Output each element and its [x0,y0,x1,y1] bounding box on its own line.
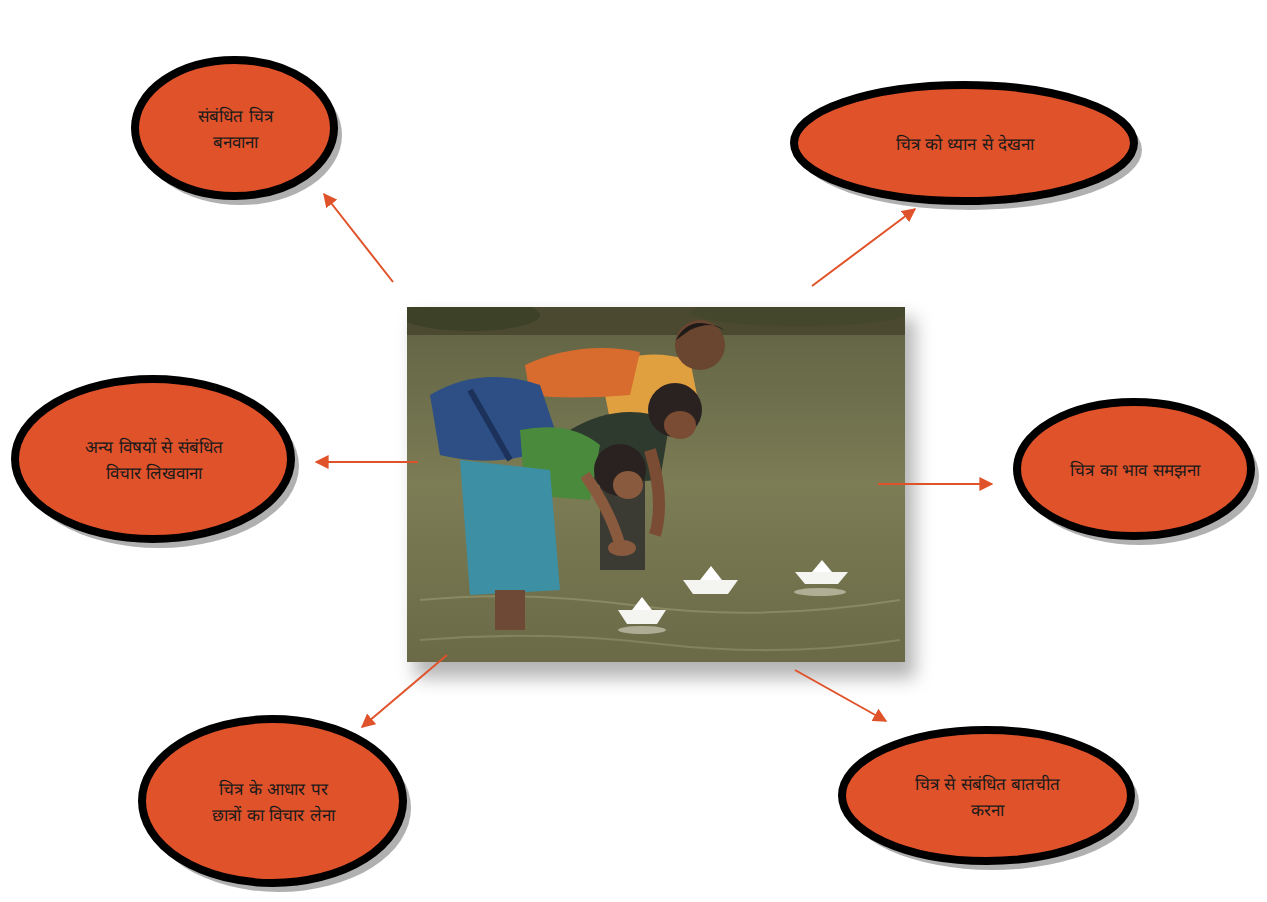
paper-boat [632,597,652,610]
node-label: चित्र को ध्यान से देखना [890,131,1040,157]
water [407,307,905,662]
child-face [613,471,643,499]
paper-boat [683,580,738,594]
boat-reflection [618,626,666,634]
ellipse-fill [142,719,403,883]
ripple [420,636,900,650]
foliage [690,307,905,326]
hands [608,540,636,556]
ellipse-node: अन्य विषयों से संबंधित विचार लिखवाना [8,372,300,548]
ellipse-fill [794,85,1134,201]
child-legs [495,590,525,630]
node-label: चित्र का भाव समझना [1065,457,1205,483]
node-label: चित्र के आधार पर छात्रों का विचार लेना [204,776,344,829]
ellipse-shape [8,372,300,548]
ellipse-fill [135,60,334,196]
ellipse-shape [128,53,343,205]
node-label: संबंधित चित्र बनवाना [176,103,296,156]
leader-arrow [878,483,992,485]
leader-arrow [316,461,418,463]
leader-arrow [812,209,915,286]
ellipse-node: चित्र को ध्यान से देखना [787,78,1143,210]
child-arm [650,450,659,535]
foliage [407,307,540,331]
ellipse-fill [1017,402,1251,536]
paper-boat [700,566,722,580]
backpack [525,348,640,397]
ellipse-node: चित्र से संबंधित बातचीत करना [835,723,1140,870]
leader-arrow [324,194,393,282]
ellipse-fill [842,730,1131,861]
ellipse-node: संबंधित चित्र बनवाना [128,53,343,205]
backpack-strap [470,390,510,460]
boat-reflection [794,588,846,596]
child-head [675,320,725,370]
ellipse-shape [135,712,412,892]
ellipse-node: चित्र के आधार पर छात्रों का विचार लेना [135,712,412,892]
ellipse-fill [15,379,291,539]
ellipse-shape [835,723,1140,870]
child-face [664,411,696,439]
photo [407,307,905,662]
paper-boat [795,572,848,584]
paper-boat [812,560,832,572]
child-arm [585,475,620,545]
leader-arrow [362,655,447,727]
child-hair [676,323,724,340]
leader-arrow [795,670,886,721]
child-skirt [460,460,560,595]
ellipse-node: चित्र का भाव समझना [1010,395,1260,545]
paper-boat [618,610,666,624]
node-label: अन्य विषयों से संबंधित विचार लिखवाना [67,434,242,487]
node-label: चित्र से संबंधित बातचीत करना [900,770,1075,823]
